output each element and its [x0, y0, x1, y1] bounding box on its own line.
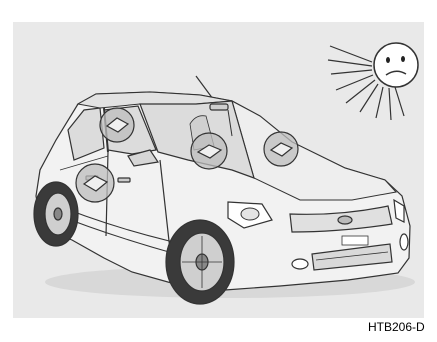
circled-object-marker	[100, 108, 134, 142]
front-wheel	[166, 220, 234, 304]
rear-wheel	[34, 182, 78, 246]
circled-object-marker	[191, 133, 227, 169]
figure-code: HTB206-D	[368, 320, 437, 334]
sun-frowning-icon	[328, 43, 418, 120]
circled-object-marker	[264, 132, 298, 166]
circled-object-marker	[76, 164, 114, 202]
